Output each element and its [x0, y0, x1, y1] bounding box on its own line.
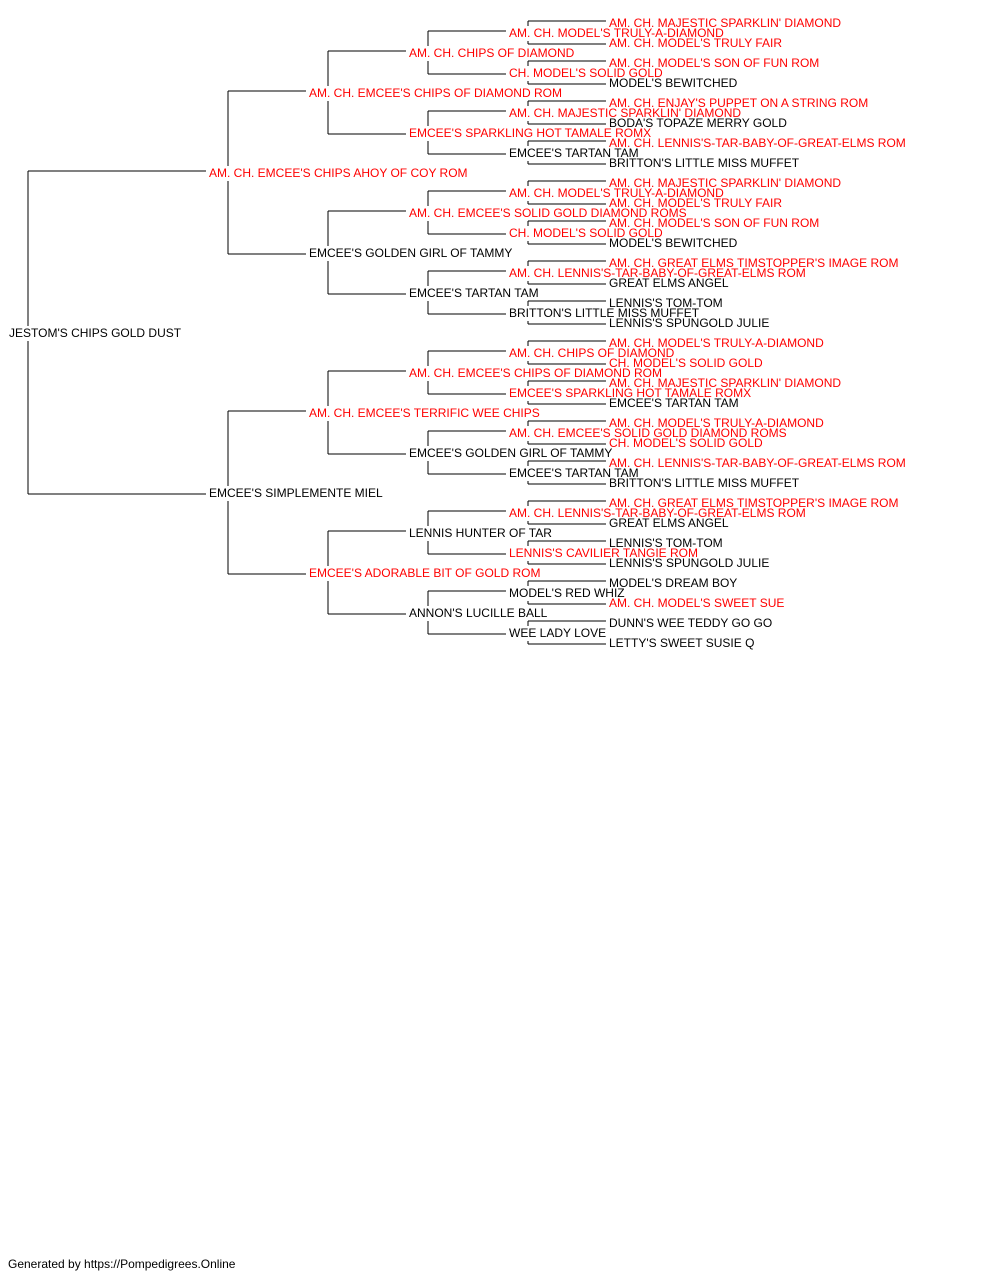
- pedigree-node-gen4: AM. CH. EMCEE'S SOLID GOLD DIAMOND ROMS: [509, 426, 787, 440]
- pedigree-node-gen4: AM. CH. MODEL'S TRULY-A-DIAMOND: [509, 186, 724, 200]
- pedigree-node-gen5: CH. MODEL'S SOLID GOLD: [609, 356, 763, 370]
- pedigree-node-gen3: EMCEE'S TARTAN TAM: [409, 286, 539, 300]
- pedigree-node-gen5: LENNIS'S TOM-TOM: [609, 536, 723, 550]
- pedigree-node-gen3: AM. CH. EMCEE'S CHIPS OF DIAMOND ROM: [409, 366, 662, 380]
- pedigree-node-gen5: AM. CH. MODEL'S TRULY FAIR: [609, 36, 782, 50]
- pedigree-node-gen5: GREAT ELMS ANGEL: [609, 276, 729, 290]
- pedigree-node-gen5: MODEL'S BEWITCHED: [609, 236, 738, 250]
- pedigree-node-gen3: ANNON'S LUCILLE BALL: [409, 606, 548, 620]
- pedigree-node-gen5: AM. CH. GREAT ELMS TIMSTOPPER'S IMAGE RO…: [609, 256, 899, 270]
- pedigree-node-gen5: AM. CH. MODEL'S SON OF FUN ROM: [609, 56, 820, 70]
- pedigree-node-gen3: EMCEE'S SPARKLING HOT TAMALE ROMX: [409, 126, 652, 140]
- pedigree-node-gen5: BRITTON'S LITTLE MISS MUFFET: [609, 476, 800, 490]
- pedigree-node-gen4: WEE LADY LOVE: [509, 626, 607, 640]
- pedigree-node-gen5: MODEL'S BEWITCHED: [609, 76, 738, 90]
- pedigree-node-gen3: EMCEE'S GOLDEN GIRL OF TAMMY: [409, 446, 613, 460]
- pedigree-node-gen5: MODEL'S DREAM BOY: [609, 576, 738, 590]
- pedigree-node-gen5: AM. CH. MODEL'S TRULY-A-DIAMOND: [609, 416, 824, 430]
- pedigree-node-gen5: DUNN'S WEE TEDDY GO GO: [609, 616, 773, 630]
- pedigree-node-gen5: AM. CH. MAJESTIC SPARKLIN' DIAMOND: [609, 376, 842, 390]
- pedigree-node-gen5: AM. CH. LENNIS'S-TAR-BABY-OF-GREAT-ELMS …: [609, 456, 906, 470]
- pedigree-node-gen4: AM. CH. LENNIS'S-TAR-BABY-OF-GREAT-ELMS …: [509, 266, 806, 280]
- pedigree-node-gen3: LENNIS HUNTER OF TAR: [409, 526, 552, 540]
- pedigree-node-gen5: GREAT ELMS ANGEL: [609, 516, 729, 530]
- pedigree-node-gen4: AM. CH. MODEL'S TRULY-A-DIAMOND: [509, 26, 724, 40]
- pedigree-node-gen4: AM. CH. MAJESTIC SPARKLIN' DIAMOND: [509, 106, 742, 120]
- pedigree-node-gen4: AM. CH. CHIPS OF DIAMOND: [509, 346, 675, 360]
- pedigree-node-gen4: BRITTON'S LITTLE MISS MUFFET: [509, 306, 700, 320]
- pedigree-node-gen4: EMCEE'S SPARKLING HOT TAMALE ROMX: [509, 386, 752, 400]
- pedigree-node-gen4: MODEL'S RED WHIZ: [509, 586, 625, 600]
- pedigree-node-gen3: AM. CH. CHIPS OF DIAMOND: [409, 46, 575, 60]
- pedigree-node-gen5: AM. CH. MODEL'S SWEET SUE: [609, 596, 785, 610]
- pedigree-node-gen5: EMCEE'S TARTAN TAM: [609, 396, 739, 410]
- generated-by-footer: Generated by https://Pompedigrees.Online: [8, 1257, 236, 1271]
- pedigree-node-gen5: AM. CH. MAJESTIC SPARKLIN' DIAMOND: [609, 176, 842, 190]
- pedigree-node-gen4: EMCEE'S TARTAN TAM: [509, 146, 639, 160]
- pedigree-node-gen5: BRITTON'S LITTLE MISS MUFFET: [609, 156, 800, 170]
- pedigree-node-gen1: EMCEE'S SIMPLEMENTE MIEL: [209, 486, 383, 500]
- pedigree-node-gen2: EMCEE'S ADORABLE BIT OF GOLD ROM: [309, 566, 541, 580]
- pedigree-node-gen5: AM. CH. MODEL'S TRULY FAIR: [609, 196, 782, 210]
- pedigree-node-gen4: CH. MODEL'S SOLID GOLD: [509, 66, 663, 80]
- pedigree-node-gen5: CH. MODEL'S SOLID GOLD: [609, 436, 763, 450]
- pedigree-node-gen5: AM. CH. ENJAY'S PUPPET ON A STRING ROM: [609, 96, 869, 110]
- pedigree-node-gen4: LENNIS'S CAVILIER TANGIE ROM: [509, 546, 698, 560]
- pedigree-node-gen2: AM. CH. EMCEE'S TERRIFIC WEE CHIPS: [309, 406, 540, 420]
- pedigree-node-gen3: AM. CH. EMCEE'S SOLID GOLD DIAMOND ROMS: [409, 206, 687, 220]
- pedigree-node-gen5: BODA'S TOPAZE MERRY GOLD: [609, 116, 787, 130]
- pedigree-node-gen2: AM. CH. EMCEE'S CHIPS OF DIAMOND ROM: [309, 86, 562, 100]
- pedigree-node-gen4: EMCEE'S TARTAN TAM: [509, 466, 639, 480]
- pedigree-node-gen4: AM. CH. LENNIS'S-TAR-BABY-OF-GREAT-ELMS …: [509, 506, 806, 520]
- pedigree-node-gen5: AM. CH. GREAT ELMS TIMSTOPPER'S IMAGE RO…: [609, 496, 899, 510]
- pedigree-node-gen5: AM. CH. MAJESTIC SPARKLIN' DIAMOND: [609, 16, 842, 30]
- pedigree-node-gen5: AM. CH. MODEL'S SON OF FUN ROM: [609, 216, 820, 230]
- pedigree-node-gen4: CH. MODEL'S SOLID GOLD: [509, 226, 663, 240]
- pedigree-node-gen2: EMCEE'S GOLDEN GIRL OF TAMMY: [309, 246, 513, 260]
- pedigree-node-gen5: LENNIS'S SPUNGOLD JULIE: [609, 316, 770, 330]
- pedigree-node-gen5: LENNIS'S TOM-TOM: [609, 296, 723, 310]
- pedigree-node-gen1: AM. CH. EMCEE'S CHIPS AHOY OF COY ROM: [209, 166, 468, 180]
- pedigree-node-gen5: LETTY'S SWEET SUSIE Q: [609, 636, 755, 650]
- pedigree-node-gen5: AM. CH. MODEL'S TRULY-A-DIAMOND: [609, 336, 824, 350]
- pedigree-node-gen5: AM. CH. LENNIS'S-TAR-BABY-OF-GREAT-ELMS …: [609, 136, 906, 150]
- subject-dog-name: JESTOM'S CHIPS GOLD DUST: [9, 326, 182, 340]
- pedigree-node-gen5: LENNIS'S SPUNGOLD JULIE: [609, 556, 770, 570]
